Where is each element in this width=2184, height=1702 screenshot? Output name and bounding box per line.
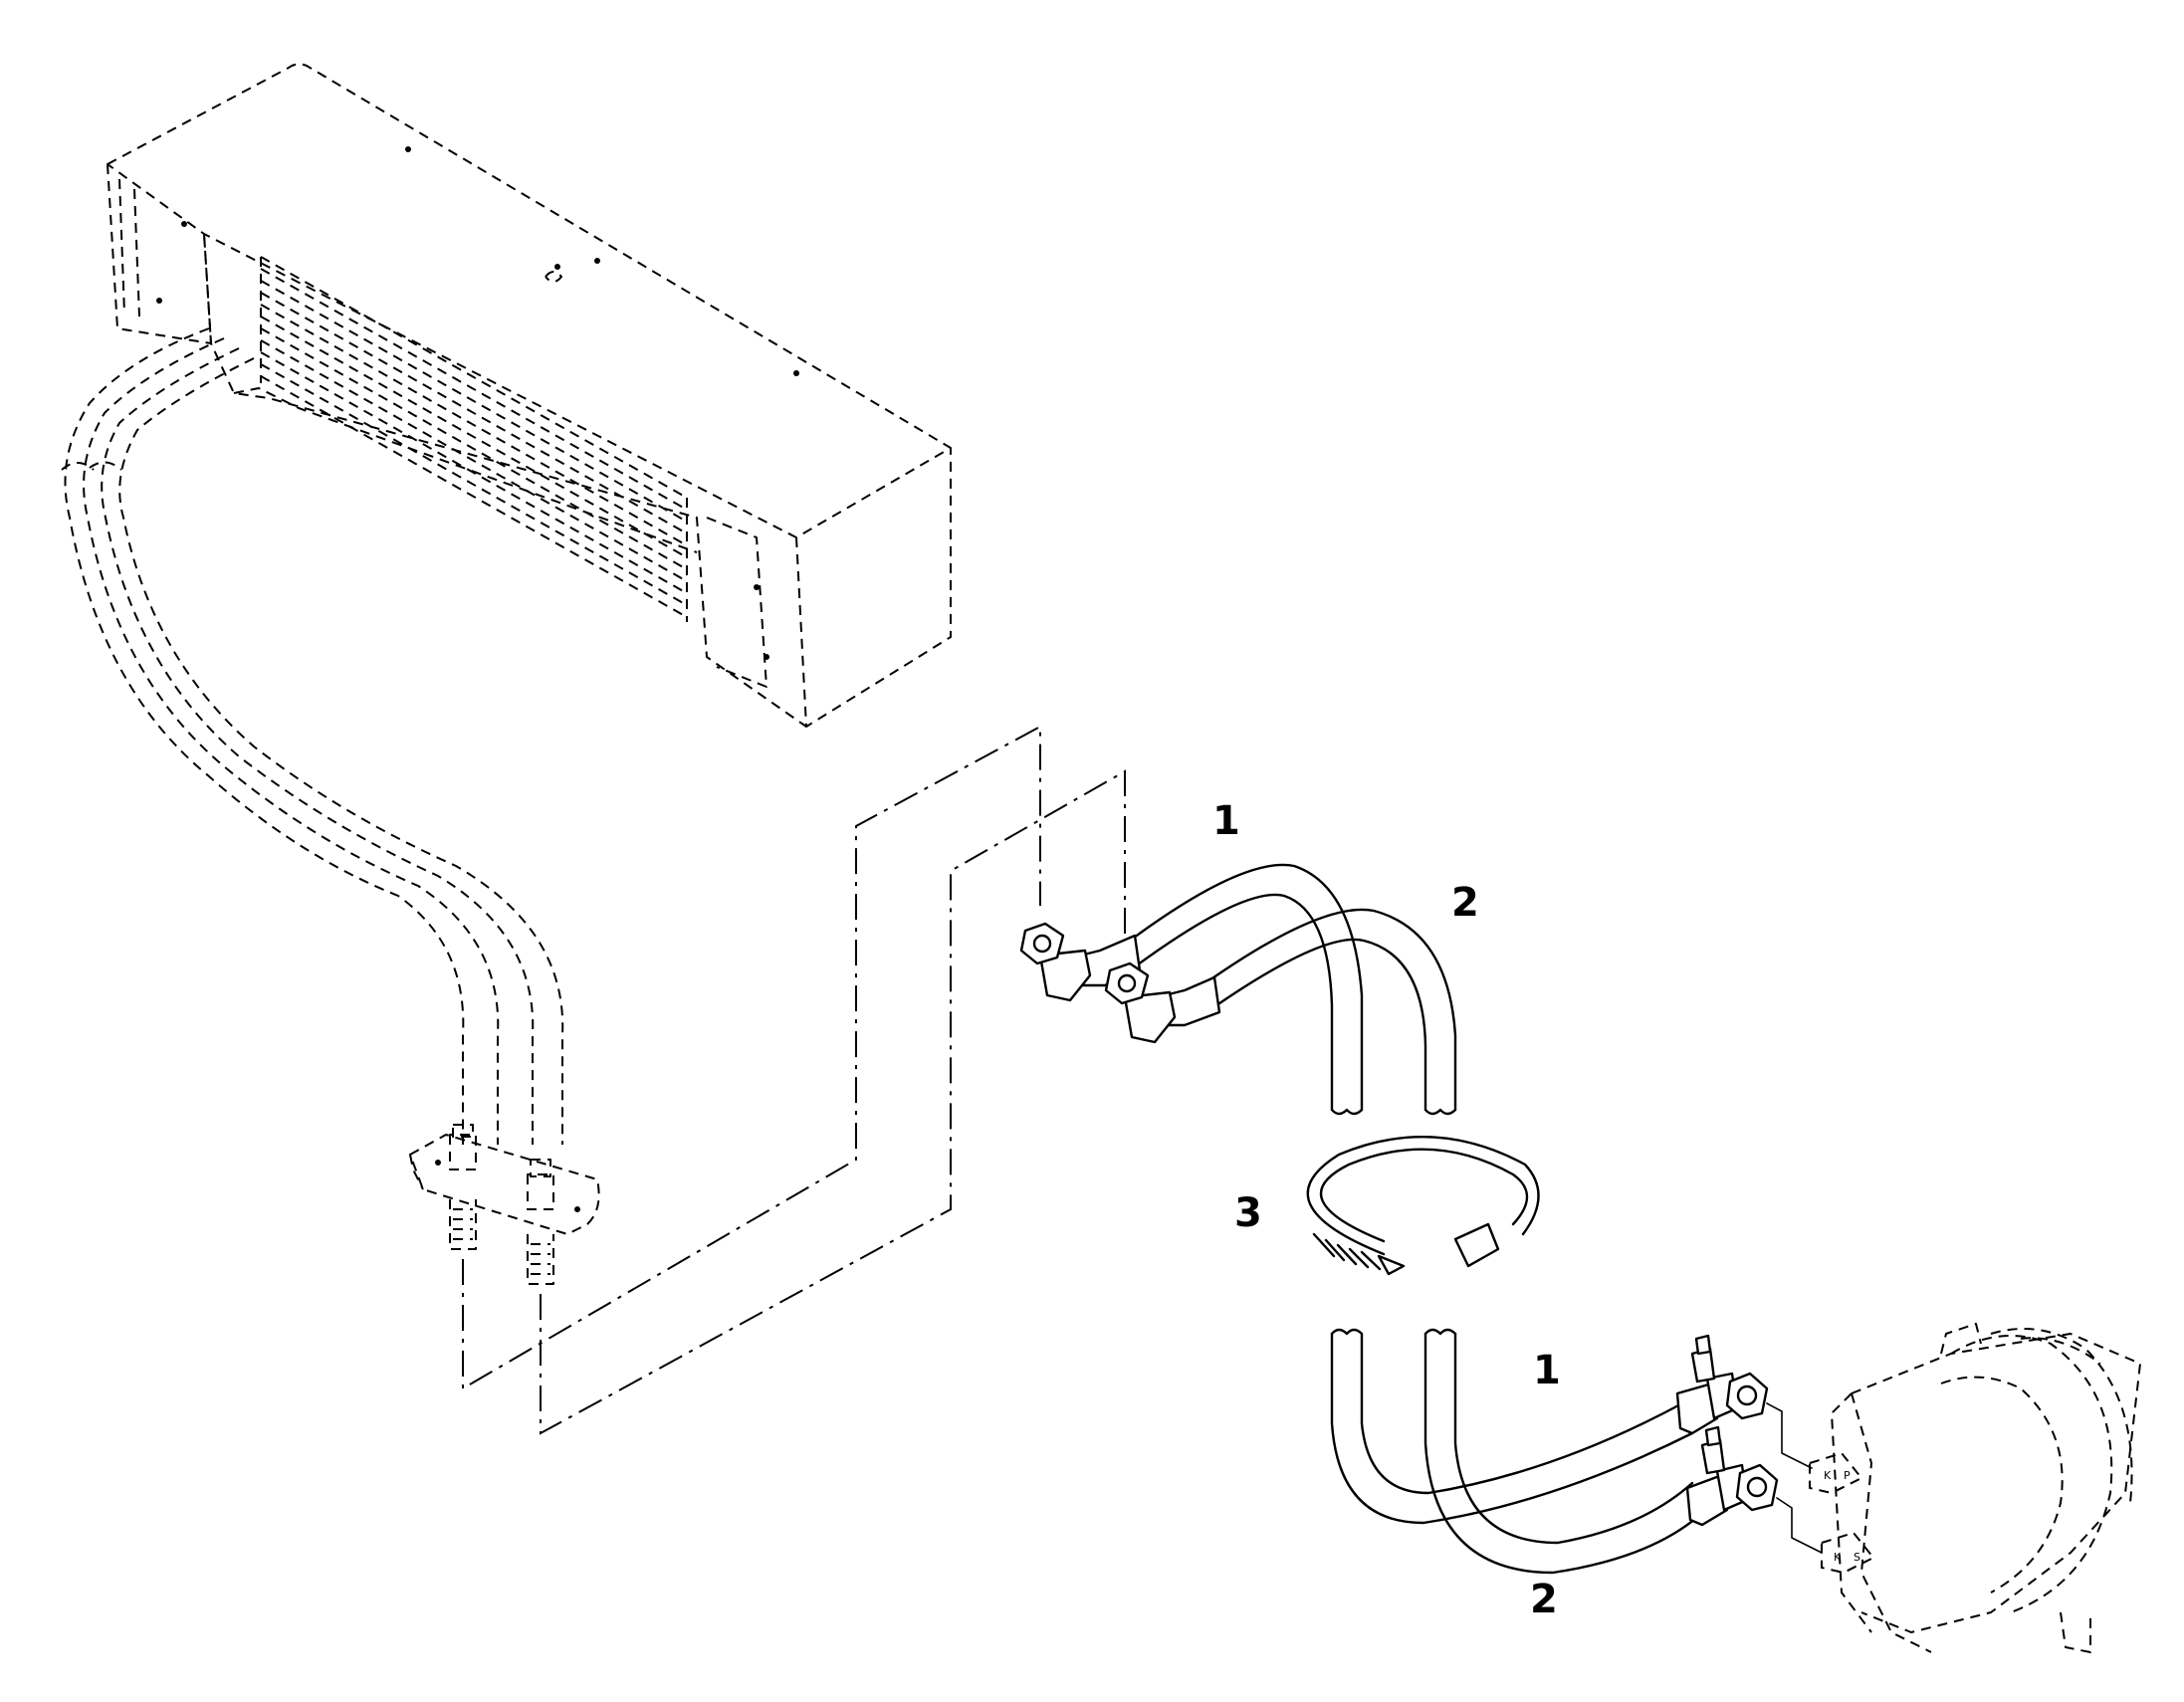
callout-hose-1-upper: 1 — [1212, 798, 1240, 844]
callout-labels: 1 2 3 1 2 — [1212, 798, 1561, 1622]
hose-1-lower — [1330, 1332, 1694, 1525]
hose-2-lower — [1423, 1332, 1704, 1575]
port-upper-mark-p: P — [1844, 1469, 1851, 1482]
callout-hose-2-lower: 2 — [1530, 1577, 1558, 1622]
callout-hose-2-upper: 2 — [1451, 880, 1479, 926]
hose-2-upper — [1207, 908, 1457, 1112]
callout-clamp: 3 — [1234, 1190, 1262, 1236]
port-lower-mark-s: S — [1854, 1551, 1860, 1564]
compressor: K P K S — [1809, 1323, 2141, 1653]
hose-clamp — [1306, 1136, 1540, 1276]
port-lower-mark-k: K — [1834, 1551, 1842, 1564]
evaporator-unit — [107, 63, 952, 728]
hose-1-upper — [1128, 863, 1364, 1112]
evaporator-grille — [260, 256, 688, 622]
manifold-block — [409, 1124, 600, 1285]
port-upper-mark-k: K — [1824, 1469, 1832, 1482]
callout-hose-1-lower: 1 — [1533, 1348, 1561, 1393]
upper-hoses — [1019, 863, 1457, 1116]
phantom-hoses — [61, 327, 564, 1145]
lower-hoses — [1330, 1328, 1823, 1575]
leader-lines — [462, 725, 1126, 1435]
